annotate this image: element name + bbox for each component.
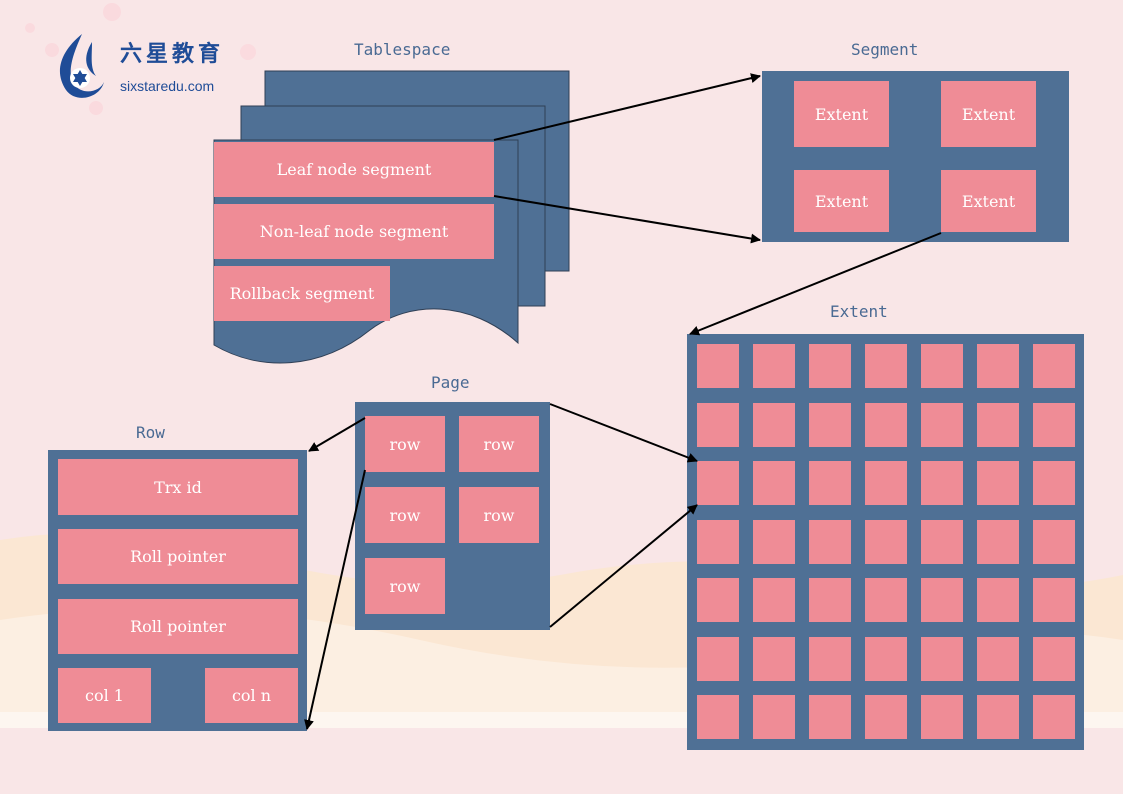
extent-page-cell xyxy=(865,578,907,622)
extent-page-cell xyxy=(1033,519,1075,564)
page-title: Page xyxy=(431,373,470,392)
segment-extent: Extent xyxy=(941,81,1036,147)
extent-page-cell xyxy=(753,695,795,739)
extent-page-cell xyxy=(697,519,739,564)
extent-page-cell xyxy=(753,461,795,505)
logo-domain: sixstaredu.com xyxy=(120,78,215,94)
extent-page-cell xyxy=(865,461,907,505)
extent-page-cell xyxy=(697,344,739,388)
page-row: row xyxy=(459,487,539,543)
extent-page-cell xyxy=(921,402,963,447)
tablespace-title: Tablespace xyxy=(354,40,451,59)
extent-page-cell xyxy=(977,519,1019,564)
extent-page-cell xyxy=(977,578,1019,622)
extent-page-cell xyxy=(697,461,739,505)
extent-page-cell xyxy=(865,695,907,739)
extent-page-cell xyxy=(753,519,795,564)
logo-chinese-name: 六星教育 xyxy=(120,42,225,67)
row-title: Row xyxy=(136,423,165,442)
extent-page-cell xyxy=(865,402,907,447)
extent-page-cell xyxy=(977,695,1019,739)
extent-page-cell xyxy=(753,402,795,447)
extent-page-cell xyxy=(977,402,1019,447)
extent-page-cell xyxy=(977,636,1019,681)
extent-page-cell xyxy=(753,636,795,681)
extent-page-cell xyxy=(809,519,851,564)
tablespace-segment-leaf: Leaf node segment xyxy=(214,142,494,197)
segment-extent: Extent xyxy=(794,81,889,147)
tablespace-segment-non-leaf: Non-leaf node segment xyxy=(214,204,494,259)
extent-page-cell xyxy=(753,578,795,622)
extent-page-cell xyxy=(697,636,739,681)
extent-page-cell xyxy=(921,695,963,739)
page-row: row xyxy=(365,416,445,472)
page-row: row xyxy=(365,487,445,543)
extent-page-cell xyxy=(1033,461,1075,505)
extent-page-cell xyxy=(697,695,739,739)
page-row: row xyxy=(459,416,539,472)
segment-extent: Extent xyxy=(941,170,1036,232)
extent-page-grid xyxy=(687,334,1084,750)
row-field-roll-pointer: Roll pointer xyxy=(58,529,298,584)
extent-page-cell xyxy=(921,519,963,564)
extent-page-cell xyxy=(697,578,739,622)
extent-page-cell xyxy=(865,519,907,564)
segment-title: Segment xyxy=(851,40,919,59)
row-col-last: col n xyxy=(205,668,298,723)
extent-page-cell xyxy=(1033,578,1075,622)
extent-title: Extent xyxy=(830,302,888,321)
extent-page-cell xyxy=(1033,695,1075,739)
segment-extent: Extent xyxy=(794,170,889,232)
row-col-first: col 1 xyxy=(58,668,151,723)
extent-page-cell xyxy=(809,344,851,388)
extent-page-cell xyxy=(809,578,851,622)
extent-page-cell xyxy=(1033,636,1075,681)
row-field-roll-pointer: Roll pointer xyxy=(58,599,298,654)
extent-page-cell xyxy=(809,402,851,447)
extent-page-cell xyxy=(921,636,963,681)
extent-page-cell xyxy=(809,461,851,505)
extent-page-cell xyxy=(753,344,795,388)
extent-page-cell xyxy=(977,344,1019,388)
extent-page-cell xyxy=(697,402,739,447)
extent-page-cell xyxy=(977,461,1019,505)
row-field-trx-id: Trx id xyxy=(58,459,298,515)
extent-page-cell xyxy=(921,461,963,505)
extent-page-cell xyxy=(1033,402,1075,447)
page-row: row xyxy=(365,558,445,614)
star-of-david-flame-icon xyxy=(59,34,104,98)
extent-page-cell xyxy=(921,578,963,622)
extent-page-cell xyxy=(865,344,907,388)
extent-page-cell xyxy=(1033,344,1075,388)
extent-page-cell xyxy=(809,695,851,739)
extent-page-cell xyxy=(921,344,963,388)
tablespace-segment-rollback: Rollback segment xyxy=(214,266,390,321)
extent-page-cell xyxy=(865,636,907,681)
extent-page-cell xyxy=(809,636,851,681)
